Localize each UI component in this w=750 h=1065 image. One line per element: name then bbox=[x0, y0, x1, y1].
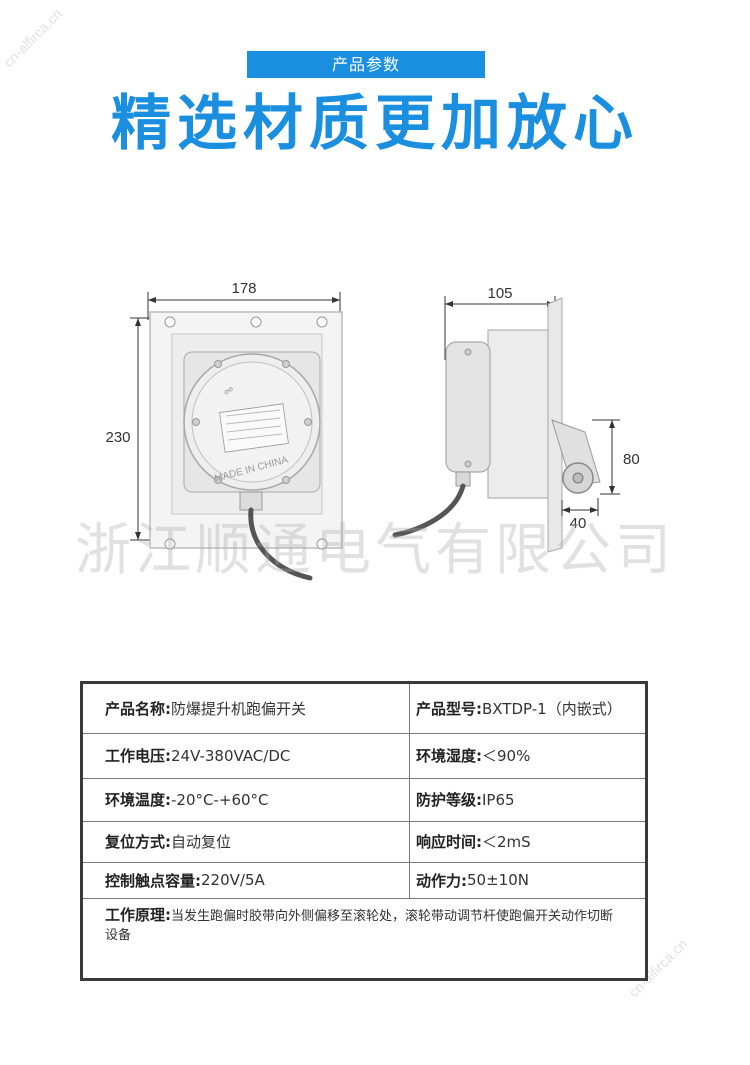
spec-value: 220V/5A bbox=[201, 871, 265, 889]
roller-width-dim: 40 bbox=[570, 515, 587, 532]
corner-watermark: cn-alfirca.cn bbox=[0, 5, 66, 71]
spec-label: 环境湿度: bbox=[416, 747, 482, 765]
spec-label: 动作力: bbox=[416, 871, 467, 890]
roller-height-dim: 80 bbox=[623, 451, 640, 468]
spec-label: 防护等级: bbox=[416, 791, 482, 809]
spec-label: 控制触点容量: bbox=[105, 871, 201, 890]
front-view: 178 230 ☍ MADE IN CHI bbox=[105, 280, 343, 581]
spec-value: IP65 bbox=[482, 790, 515, 809]
side-depth-dim: 105 bbox=[487, 285, 512, 302]
table-row: 复位方式:自动复位 响应时间:＜2mS bbox=[83, 821, 645, 863]
spec-value: 24V-380VAC/DC bbox=[171, 746, 291, 765]
front-width-dim: 178 bbox=[231, 280, 256, 297]
spec-label: 复位方式: bbox=[105, 833, 171, 851]
principle-value: 当发生跑偏时胶带向外侧偏移至滚轮处，滚轮带动调节杆使跑偏开关动作切断设备 bbox=[105, 909, 614, 943]
spec-value: 防爆提升机跑偏开关 bbox=[171, 700, 307, 718]
spec-label: 工作电压: bbox=[105, 747, 171, 765]
spec-value: 自动复位 bbox=[171, 833, 232, 851]
spec-value: BXTDP-1（内嵌式） bbox=[482, 700, 622, 718]
page-headline: 精选材质更加放心 bbox=[111, 89, 639, 159]
section-badge: 产品参数 bbox=[247, 51, 485, 78]
principle-label: 工作原理: bbox=[105, 906, 171, 924]
spec-label: 响应时间: bbox=[416, 833, 482, 851]
spec-value: ＜2mS bbox=[482, 833, 531, 851]
technical-drawing: 178 230 ☍ MADE IN CHI bbox=[105, 280, 640, 581]
spec-label: 产品型号: bbox=[416, 700, 482, 718]
spec-label: 环境温度: bbox=[105, 791, 171, 809]
table-row: 环境温度:-20°C-+60°C 防护等级:IP65 bbox=[83, 778, 645, 822]
table-row: 控制触点容量:220V/5A 动作力:50±10N bbox=[83, 862, 645, 899]
front-height-dim: 230 bbox=[105, 429, 130, 446]
logo-mark: ☍ bbox=[224, 386, 233, 396]
spec-value: -20°C-+60°C bbox=[171, 790, 269, 809]
spec-value: ＜90% bbox=[482, 747, 531, 765]
side-view: 105 80 40 bbox=[392, 285, 640, 553]
table-row: 工作电压:24V-380VAC/DC 环境湿度:＜90% bbox=[83, 733, 645, 779]
spec-label: 产品名称: bbox=[105, 700, 171, 718]
spec-table: 产品名称:防爆提升机跑偏开关 产品型号:BXTDP-1（内嵌式） 工作电压:24… bbox=[80, 681, 648, 981]
table-row: 产品名称:防爆提升机跑偏开关 产品型号:BXTDP-1（内嵌式） bbox=[83, 684, 645, 734]
working-principle: 工作原理:当发生跑偏时胶带向外侧偏移至滚轮处，滚轮带动调节杆使跑偏开关动作切断设… bbox=[105, 906, 625, 945]
spec-value: 50±10N bbox=[467, 871, 529, 889]
